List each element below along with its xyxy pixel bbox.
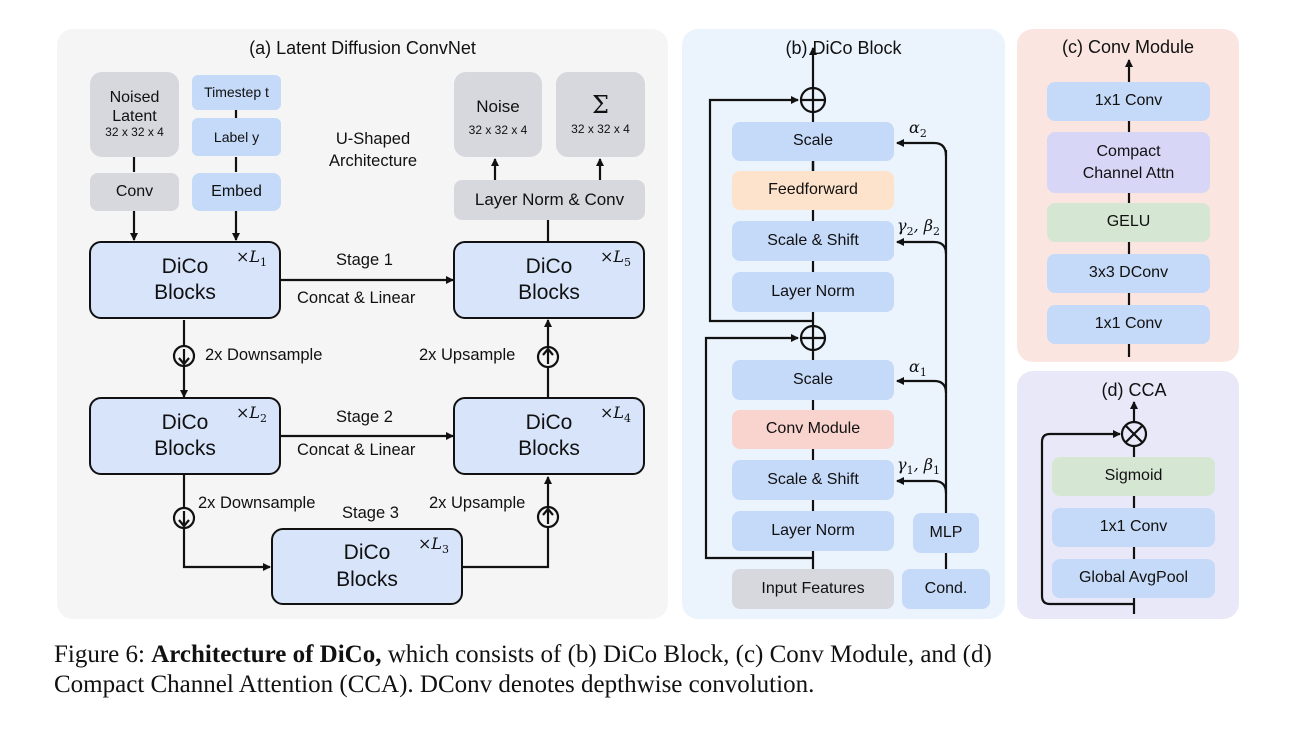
dico-blocks-stage2-encoder: DiCo Blocks — [89, 397, 281, 475]
alpha2-label: α2 — [909, 118, 927, 141]
sigma-output: Σ 32 x 32 x 4 — [556, 72, 645, 157]
dico-blocks-stage3: DiCo Blocks — [271, 528, 463, 605]
noised-latent-line2: Latent — [112, 107, 157, 125]
arch-label-line1: U-Shaped — [335, 130, 411, 148]
dico-blocks-stage1-encoder: DiCo Blocks — [89, 241, 281, 319]
downsample-label-2: 2x Downsample — [198, 494, 316, 512]
dico-blocks-stage1-decoder: DiCo Blocks — [453, 241, 645, 319]
noised-latent-dims: 32 x 32 x 4 — [105, 124, 164, 139]
conv1x1-in-box: 1x1 Conv — [1047, 305, 1210, 344]
caption-bold: Architecture of DiCo, — [151, 641, 382, 668]
scale-box-2: Scale — [732, 122, 894, 161]
blocks-label: Blocks — [154, 437, 216, 460]
global-avgpool-box: Global AvgPool — [1052, 559, 1215, 598]
sigma-output-label: Σ — [592, 90, 609, 119]
layer-norm-box-1: Layer Norm — [732, 511, 894, 551]
layer-norm-box-2: Layer Norm — [732, 272, 894, 312]
noise-output-dims: 32 x 32 x 4 — [468, 123, 528, 138]
panel-d-title: (d) CCA — [1101, 380, 1167, 400]
cca-line1: Compact — [1096, 142, 1161, 160]
scale-shift-box-1: Scale & Shift — [732, 460, 894, 500]
stage3-label: Stage 3 — [342, 504, 399, 522]
blocks-label: Blocks — [518, 281, 580, 304]
sigma-output-dims: 32 x 32 x 4 — [571, 122, 630, 137]
cond-box: Cond. — [902, 569, 990, 609]
multiplier-l2: ×L2 — [236, 403, 268, 426]
compact-channel-attn-box: Compact Channel Attn — [1047, 132, 1210, 193]
scale-shift-box-2: Scale & Shift — [732, 221, 894, 261]
embed-box: Embed — [192, 173, 281, 211]
stage1-concat-linear-label: Concat & Linear — [297, 289, 416, 307]
gelu-box: GELU — [1047, 203, 1210, 242]
u-shaped-architecture-label: U-Shaped Architecture — [318, 128, 428, 172]
gamma2-beta2-label: γ2, β2 — [897, 216, 940, 239]
dico-label: DiCo — [525, 254, 573, 278]
noised-latent-line1: Noised — [109, 89, 160, 107]
input-features-box: Input Features — [732, 569, 894, 609]
timestep-box: Timestep t — [192, 75, 281, 110]
stage1-label: Stage 1 — [336, 251, 393, 269]
mlp-box: MLP — [913, 513, 979, 553]
dico-label: DiCo — [161, 254, 209, 278]
blocks-label: Blocks — [518, 437, 580, 460]
dico-label: DiCo — [343, 541, 391, 565]
multiplier-l1: ×L1 — [236, 247, 268, 270]
upsample-label-2: 2x Upsample — [429, 494, 526, 512]
cca-line2: Channel Attn — [1082, 164, 1175, 182]
panel-b-title: (b) DiCo Block — [785, 38, 902, 58]
sigmoid-box: Sigmoid — [1052, 457, 1215, 496]
label-box: Label y — [192, 118, 281, 156]
caption-line1-rest: which consists of (b) DiCo Block, (c) Co… — [381, 641, 992, 668]
multiplier-l3: ×L3 — [418, 534, 450, 557]
noise-output: Noise 32 x 32 x 4 — [454, 72, 542, 157]
multiplier-l4: ×L4 — [600, 403, 632, 426]
alpha1-label: α1 — [909, 357, 927, 380]
layer-norm-conv-box: Layer Norm & Conv — [454, 180, 645, 220]
blocks-label: Blocks — [154, 281, 216, 304]
scale-box-1: Scale — [732, 360, 894, 400]
stage2-label: Stage 2 — [336, 408, 393, 426]
blocks-label: Blocks — [336, 567, 398, 591]
caption-line1: Figure 6: Architecture of DiCo, which co… — [54, 640, 1254, 670]
conv1x1-out-box: 1x1 Conv — [1047, 82, 1210, 121]
panel-a-title: (a) Latent Diffusion ConvNet — [249, 38, 476, 58]
stage2-concat-linear-label: Concat & Linear — [297, 441, 416, 459]
upsample-label-1: 2x Upsample — [419, 346, 516, 364]
downsample-label-1: 2x Downsample — [205, 346, 323, 364]
dico-blocks-stage2-decoder: DiCo Blocks — [453, 397, 645, 475]
noise-output-label: Noise — [476, 96, 520, 116]
panel-c-title: (c) Conv Module — [1061, 37, 1195, 57]
multiplier-l5: ×L5 — [600, 247, 632, 270]
caption-prefix: Figure 6: — [54, 641, 152, 668]
dconv3x3-box: 3x3 DConv — [1047, 254, 1210, 293]
dico-label: DiCo — [525, 410, 573, 434]
noised-latent-input: Noised Latent 32 x 32 x 4 — [90, 72, 179, 157]
conv-box: Conv — [90, 173, 179, 211]
feedforward-box: Feedforward — [732, 171, 894, 210]
arch-label-line2: Architecture — [328, 152, 418, 170]
caption-line2: Compact Channel Attention (CCA). DConv d… — [54, 671, 815, 698]
dico-label: DiCo — [161, 410, 209, 434]
cca-conv1x1-box: 1x1 Conv — [1052, 508, 1215, 547]
figure-caption: Figure 6: Architecture of DiCo, which co… — [54, 640, 1254, 700]
gamma1-beta1-label: γ1, β1 — [897, 455, 940, 478]
conv-module-box: Conv Module — [732, 410, 894, 449]
